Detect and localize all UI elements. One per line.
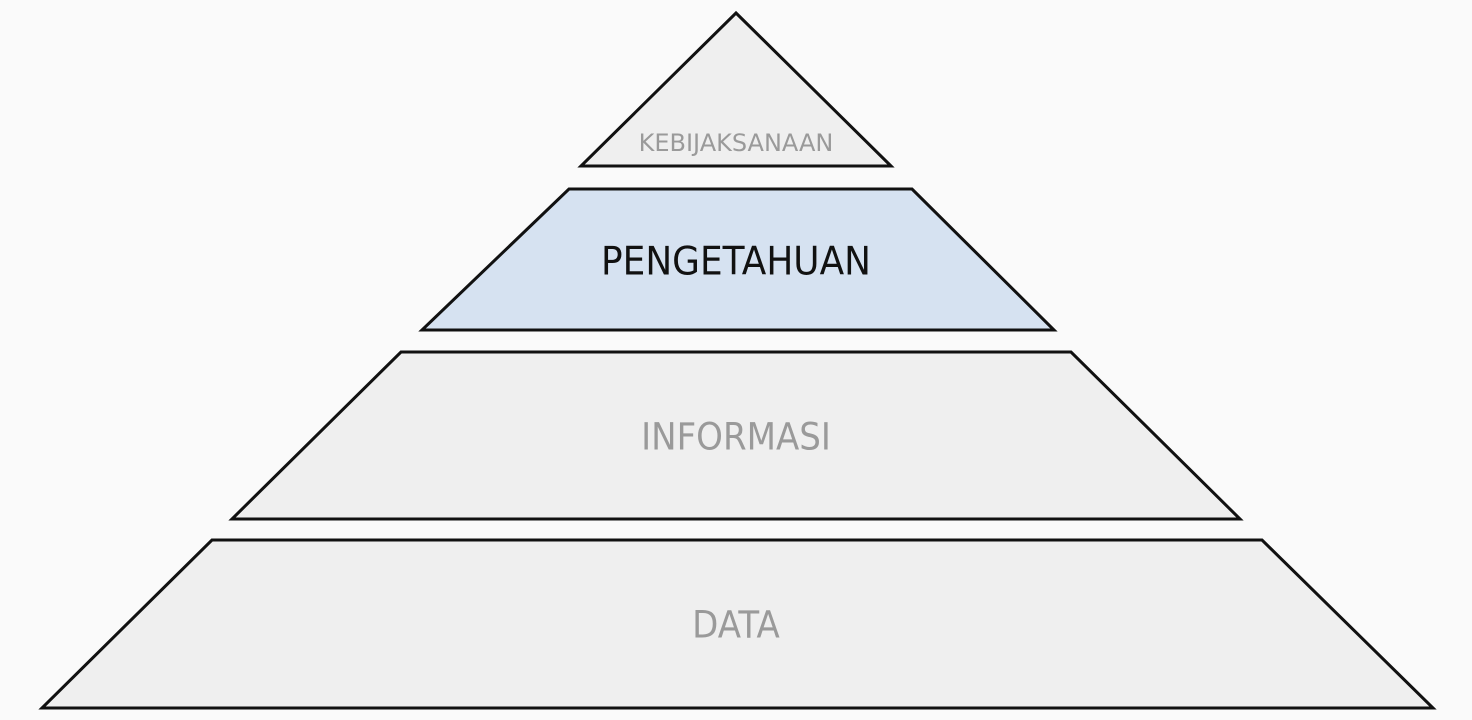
label-pengetahuan: PENGETAHUAN [601,239,871,285]
label-informasi: INFORMASI [641,415,831,459]
label-kebijaksanaan: KEBIJAKSANAAN [638,129,834,157]
label-data: DATA [692,603,780,647]
pyramid-level-wisdom [577,10,895,168]
pyramid-level-information [228,350,1244,521]
pyramid-level-data [38,538,1437,710]
pyramid-level-knowledge [418,187,1058,332]
